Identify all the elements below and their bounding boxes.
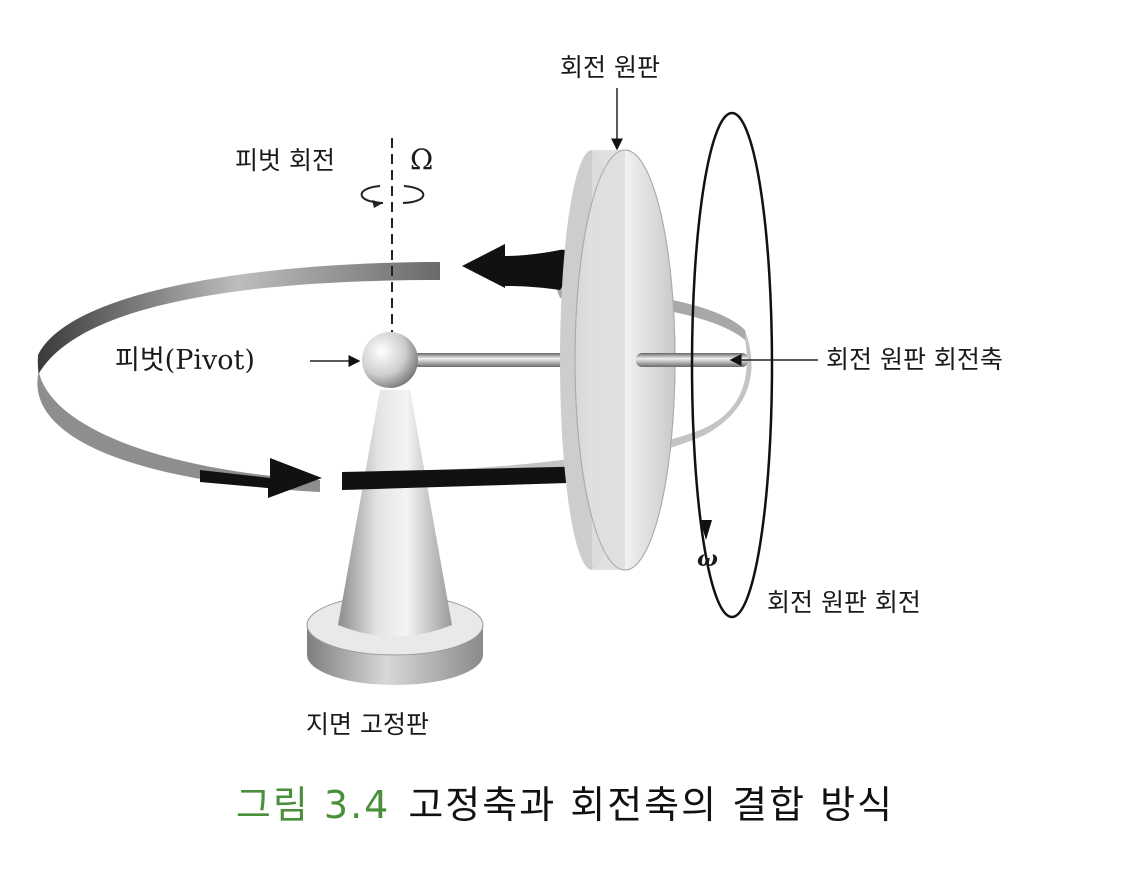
disk-label: 회전 원판 [560,53,660,82]
precession-arrow-top [462,244,574,290]
pivot-rotation-symbol: Ω [410,143,434,176]
spinning-disk [560,149,676,571]
precession-arrow-bottom [200,458,600,498]
pivot-rotation-label: 피벗 회전 [235,146,335,175]
cone-stand [338,390,452,637]
figure-number: 그림 3.4 [235,783,391,827]
disk-axis-label: 회전 원판 회전축 [826,345,1003,374]
pivot-rotation-arrow [360,185,425,208]
omega-symbol: ω [697,546,718,572]
pivot-ball [362,332,418,388]
disk-spin-orbit [690,111,774,619]
disk-rotation-label: 회전 원판 회전 [767,588,921,617]
pivot-label: 피벗(Pivot) [115,345,255,376]
base-label: 지면 고정판 [306,710,429,739]
figure-caption: 그림 3.4 고정축과 회전축의 결합 방식 [0,786,1130,824]
figure-title: 고정축과 회전축의 결합 방식 [408,783,895,827]
